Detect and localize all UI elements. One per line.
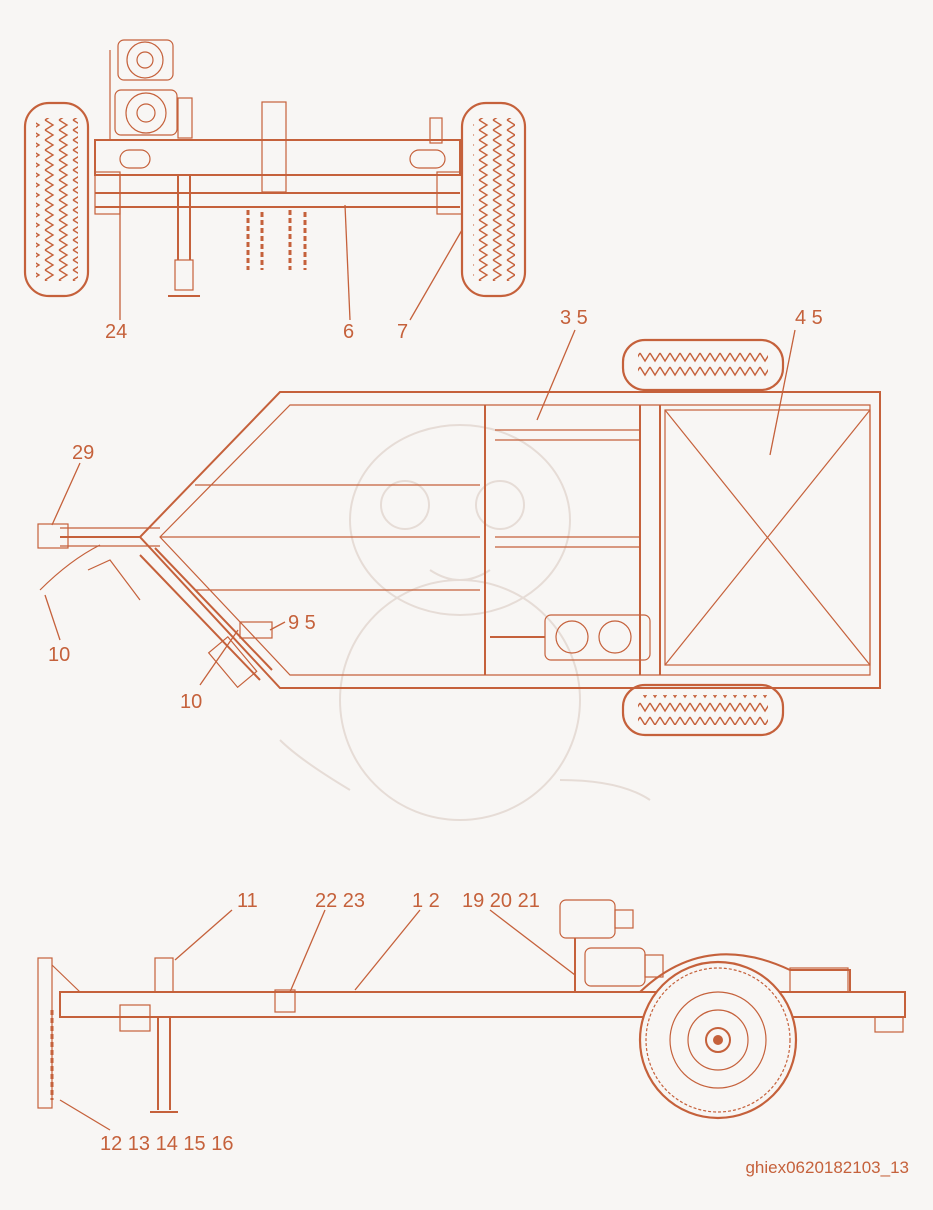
callout-label: 9 5 <box>288 612 316 634</box>
watermark-mascot <box>279 424 651 821</box>
callout-label: 1 2 <box>412 890 440 912</box>
drawing-code: ghiex0620182103_13 <box>745 1158 909 1177</box>
callout-label: 11 <box>237 890 258 912</box>
callout-label: 29 <box>72 442 95 464</box>
callout-label: 19 20 21 <box>462 890 540 912</box>
callout-label: 4 5 <box>795 307 823 329</box>
rear-motors <box>109 39 193 140</box>
side-view <box>37 899 906 1131</box>
rear-right-tire <box>460 101 527 298</box>
callout-label: 12 13 14 15 16 <box>100 1133 234 1155</box>
callout-label: 3 5 <box>560 307 588 329</box>
rear-left-tire <box>23 101 90 298</box>
rear-view <box>23 39 527 321</box>
callout-label: 22 23 <box>315 890 366 912</box>
side-motors <box>559 899 664 992</box>
top-motor-assembly <box>490 614 651 661</box>
callout-label: 7 <box>397 321 409 343</box>
callout-label: 10 <box>180 691 203 713</box>
callout-label: 10 <box>48 644 71 666</box>
callout-label: 24 <box>105 321 128 343</box>
rear-crossmember <box>94 139 461 176</box>
top-lower-tire <box>621 683 785 737</box>
side-wheel <box>638 960 798 1120</box>
callout-label: 6 <box>343 321 355 343</box>
top-view <box>37 329 881 737</box>
top-upper-tire <box>621 338 785 392</box>
rear-safety-chains <box>246 210 307 270</box>
top-frame-outline <box>138 391 881 689</box>
